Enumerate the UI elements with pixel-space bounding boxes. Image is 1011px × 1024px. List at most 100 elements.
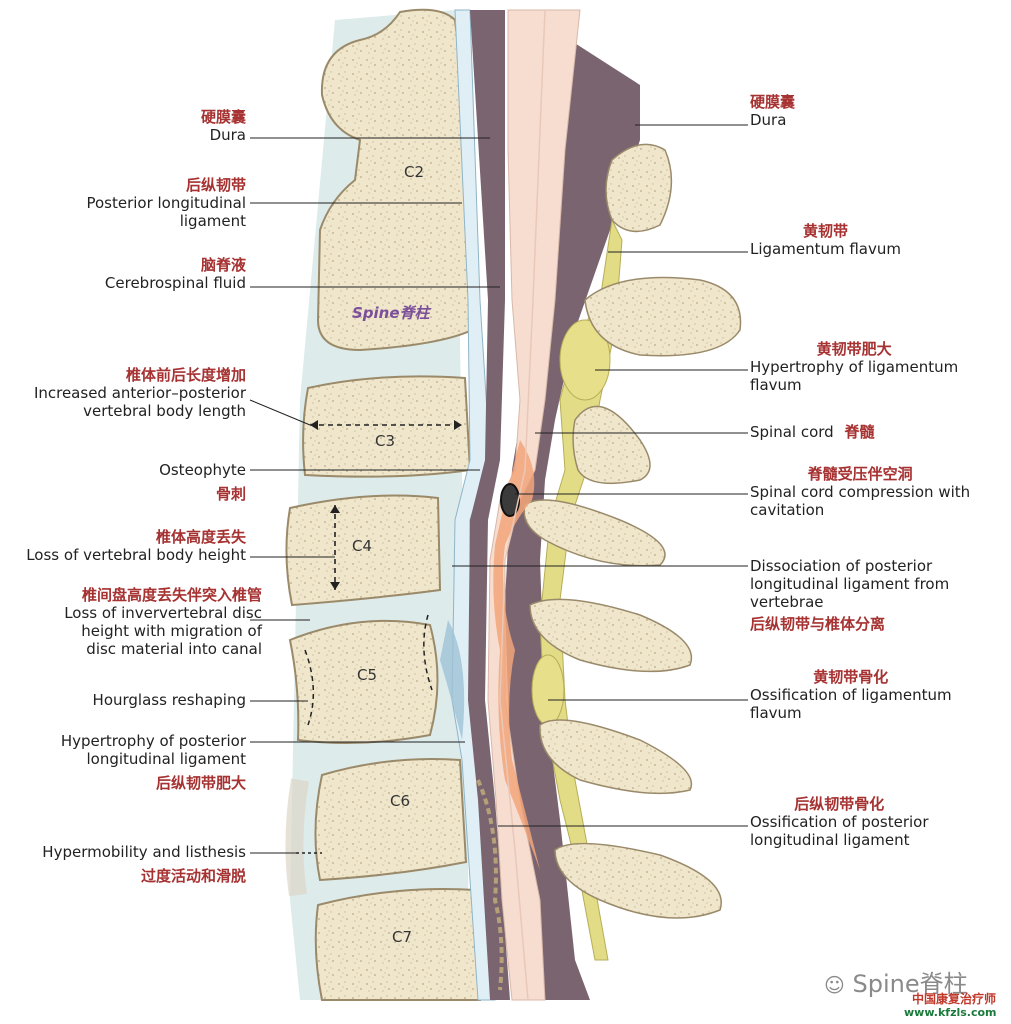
vertebra-label-c5: C5 <box>357 666 378 684</box>
cord-compression-zone <box>493 440 540 870</box>
lamina-6 <box>539 719 693 795</box>
right-callout-en-6-0: Ossification of ligamentum <box>750 686 952 704</box>
left-callout-en-1-1: ligament <box>179 212 246 230</box>
lamina-5 <box>529 598 693 673</box>
flavum-ossification <box>531 654 565 726</box>
brand-cn: 中国康复治疗师 <box>912 992 997 1006</box>
lamina-3 <box>572 405 651 485</box>
right-callout-cn-1: 黄韧带 <box>802 222 848 240</box>
right-callout-en-2-1: flavum <box>750 376 802 394</box>
center-watermark: Spine脊柱 <box>352 304 430 322</box>
left-callout-en-6-0: Loss of inververtebral disc <box>64 604 262 622</box>
ap-arrow-head-left <box>310 420 318 430</box>
vertebra-label-c7: C7 <box>392 928 413 946</box>
right-callout-en-7-1: longitudinal ligament <box>750 831 910 849</box>
left-callout-en-7-0: Hourglass reshaping <box>92 691 246 709</box>
right-callout-cn-5: 后纵韧带与椎体分离 <box>750 615 886 633</box>
left-callout-en-8-1: longitudinal ligament <box>86 750 246 768</box>
left-callout-cn-8: 后纵韧带肥大 <box>155 774 246 792</box>
pll-ossification <box>476 779 504 991</box>
vertebra-label-c6: C6 <box>390 792 411 810</box>
right-callout-en-1-0: Ligamentum flavum <box>750 240 901 258</box>
right-callout-en-6-1: flavum <box>750 704 802 722</box>
right-callout-en-3-0: Spinal cord 脊髓 <box>750 423 875 441</box>
left-callout-en-1-0: Posterior longitudinal <box>86 194 246 212</box>
displaced-c6-outline <box>285 778 309 897</box>
right-callout-cn-6: 黄韧带骨化 <box>813 668 889 686</box>
left-leader-3 <box>249 399 311 426</box>
vertebra-label-c2: C2 <box>404 163 425 181</box>
pll-hypertrophy <box>440 620 465 740</box>
left-callout-cn-9: 过度活动和滑脱 <box>140 867 246 885</box>
left-callout-en-4-0: Osteophyte <box>159 461 246 479</box>
lamina-2 <box>584 276 742 357</box>
left-callout-cn-6: 椎间盘高度丢失伴突入椎管 <box>81 586 262 604</box>
right-callout-en-0-0: Dura <box>750 111 787 129</box>
vertebra-c6-shape <box>314 758 468 882</box>
vertebra-label-c3: C3 <box>375 432 396 450</box>
hourglass-dash-right <box>423 614 433 691</box>
left-callout-cn-1: 后纵韧带 <box>185 176 246 194</box>
right-callout-en-5-2: vertebrae <box>750 593 824 611</box>
flavum-hypertrophy <box>559 319 611 401</box>
right-callout-3: Spinal cord 脊髓 <box>750 423 875 441</box>
left-callout-cn-3: 椎体前后长度增加 <box>125 366 246 384</box>
left-callout-cn-0: 硬膜囊 <box>200 108 246 126</box>
vertebra-c4-shape <box>285 494 442 607</box>
height-arrow-head-bottom <box>330 582 340 590</box>
left-callout-en-5-0: Loss of vertebral body height <box>26 546 246 564</box>
right-callout-cn-0: 硬膜囊 <box>750 93 796 111</box>
vertebra-label-c4: C4 <box>352 537 373 555</box>
left-callout-cn-4: 骨刺 <box>215 485 246 503</box>
right-callout-cn-4: 脊髓受压伴空洞 <box>807 465 913 483</box>
lamina-4 <box>523 499 666 567</box>
right-callout-en-5-1: longitudinal ligament from <box>750 575 950 593</box>
right-callout-en-2-0: Hypertrophy of ligamentum <box>750 358 959 376</box>
cord-center-line <box>499 9 546 1001</box>
left-callout-en-0-0: Dura <box>209 126 246 144</box>
left-callout-en-8-0: Hypertrophy of posterior <box>60 732 246 750</box>
left-callout-en-2-0: Cerebrospinal fluid <box>104 274 246 292</box>
left-callout-cn-2: 脑脊液 <box>200 256 246 274</box>
height-arrow-head-top <box>330 505 340 513</box>
right-callout-en-7-0: Ossification of posterior <box>750 813 929 831</box>
left-callout-en-3-0: Increased anterior–posterior <box>33 384 246 402</box>
right-callout-cn-3: 脊髓 <box>844 423 875 441</box>
lamina-7 <box>554 842 722 919</box>
lamina-1 <box>605 143 673 233</box>
left-callout-cn-5: 椎体高度丢失 <box>155 528 246 546</box>
right-callout-en-4-1: cavitation <box>750 501 825 519</box>
right-callout-en-5-0: Dissociation of posterior <box>750 557 933 575</box>
wechat-icon: ☺ <box>824 973 845 997</box>
leader-lines <box>249 124 748 854</box>
vertebra-c3-shape <box>302 375 472 478</box>
posterior-elements <box>505 40 742 1000</box>
left-callout-en-6-2: disc material into canal <box>86 640 262 658</box>
dura-anterior-wall <box>468 10 510 1000</box>
brand-watermark-text: Spine脊柱 <box>852 970 968 998</box>
left-callout-4: Osteophyte 骨刺 <box>159 461 246 503</box>
left-callout-7: Hourglass reshaping <box>93 691 246 709</box>
left-callout-en-3-1: vertebral body length <box>83 402 246 420</box>
vertebra-c5-shape <box>288 619 439 745</box>
left-callout-en-6-1: height with migration of <box>81 622 262 640</box>
right-callout-cn-7: 后纵韧带骨化 <box>794 795 885 813</box>
left-callout-en-9-0: Hypermobility and listhesis <box>42 843 246 861</box>
left-callout-9: Hypermobility and listhesis 过度活动和滑脱 <box>42 843 246 885</box>
brand-url: www.kfzls.com <box>904 1006 997 1019</box>
